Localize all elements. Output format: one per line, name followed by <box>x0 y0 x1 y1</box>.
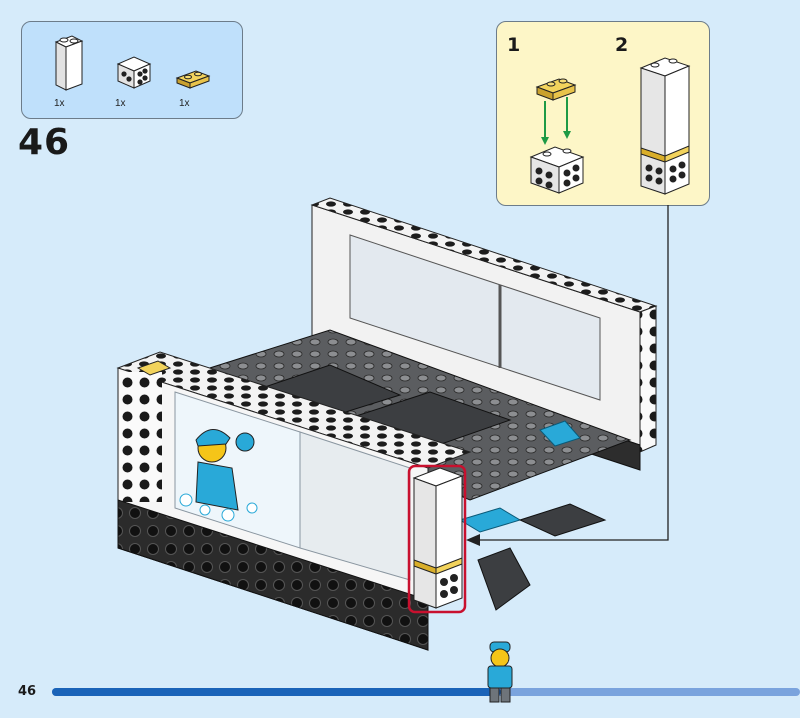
highlighted-new-brick <box>407 464 467 614</box>
part-qty: 1x <box>179 98 190 109</box>
page-number: 46 <box>18 684 37 699</box>
part-qty: 1x <box>54 98 65 109</box>
progress-bar <box>52 688 800 696</box>
substep-2-label: 2 <box>615 34 629 56</box>
substep-2-illustration <box>639 57 691 195</box>
step-number: 46 <box>18 122 71 163</box>
part-plate-yellow-icon <box>175 70 211 89</box>
substep-1-label: 1 <box>507 34 521 56</box>
part-brick-2x2-icon <box>116 56 152 89</box>
callout-arrow <box>466 205 669 546</box>
part-qty: 1x <box>115 98 126 109</box>
car-wash-figure-icon <box>179 429 258 522</box>
subassembly-box: 1 2 <box>496 21 710 206</box>
parts-list-box: 1x 1x 1x <box>21 21 243 119</box>
part-brick-1x2x3-icon <box>54 35 84 91</box>
minifigure-icon <box>487 641 513 703</box>
substep-1-illustration <box>529 78 585 194</box>
